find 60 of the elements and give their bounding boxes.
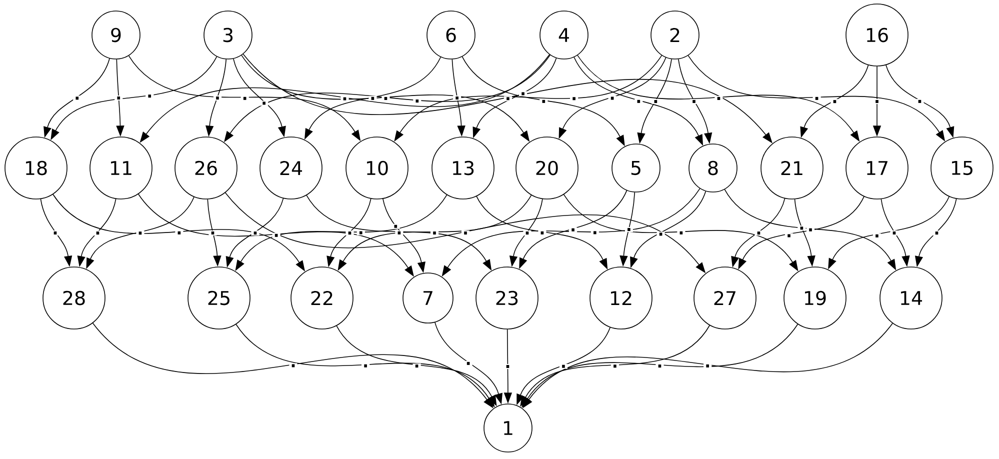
edge-label: . [359,231,362,234]
edge-label: . [610,96,614,100]
edge-label: . [292,364,295,368]
edge-label: . [892,231,896,234]
edge-label: . [594,231,596,234]
edge-label: . [148,94,152,98]
edge-label: . [384,96,388,100]
edge-label: . [815,96,818,100]
edge-label: . [526,232,529,235]
edge-label: . [178,231,181,234]
edge-label: . [876,234,878,238]
edge-label: . [658,364,662,368]
edge-label: . [364,364,367,368]
edge-label: . [262,102,266,105]
edge-label: . [464,232,467,235]
edge-label: . [562,364,565,368]
edge-label: . [706,364,709,368]
edge-label: . [717,96,720,100]
edge-label: . [466,362,470,365]
edge-label: . [628,228,630,232]
edge-label: . [138,232,142,235]
edge-label: . [659,232,662,236]
edge-label: . [918,100,922,103]
edge-label: . [394,224,398,228]
edge-label: . [757,232,760,235]
edge-label: . [254,232,257,235]
edge-label: . [788,234,790,238]
edge-label: . [654,100,658,104]
edge-label: . [614,364,616,368]
edge-label: . [456,96,458,100]
edge-label: . [833,100,836,104]
edge-label: . [274,234,278,237]
edge-label: . [398,231,401,234]
edge-label: . [572,228,574,232]
edge-label: . [572,97,576,100]
edge-label: . [243,96,246,100]
edge-label: . [542,100,546,103]
edge-label: . [506,97,510,100]
edge-label: . [348,232,352,235]
edge-label: . [216,96,219,100]
edge-label: . [415,364,418,368]
edge-label: . [76,96,79,100]
edge-label: . [343,97,346,100]
edge-label: . [433,232,436,235]
edge-label: . [680,231,683,234]
edge-label: . [416,100,419,103]
edge-label: . [692,100,696,104]
edge-label: . [211,231,214,234]
edge-label: . [935,232,938,235]
edge-label: . [506,365,510,368]
edge-label: . [54,231,57,234]
edge-label: . [96,232,100,235]
edge-label: . [371,96,374,100]
edge-label: . [522,92,524,96]
edge-label: . [809,228,812,232]
edge-label: . [800,226,804,230]
edge-label: . [637,100,640,103]
edge-label: . [876,100,878,104]
edge-label: . [540,231,544,234]
edge-label: . [117,96,120,100]
